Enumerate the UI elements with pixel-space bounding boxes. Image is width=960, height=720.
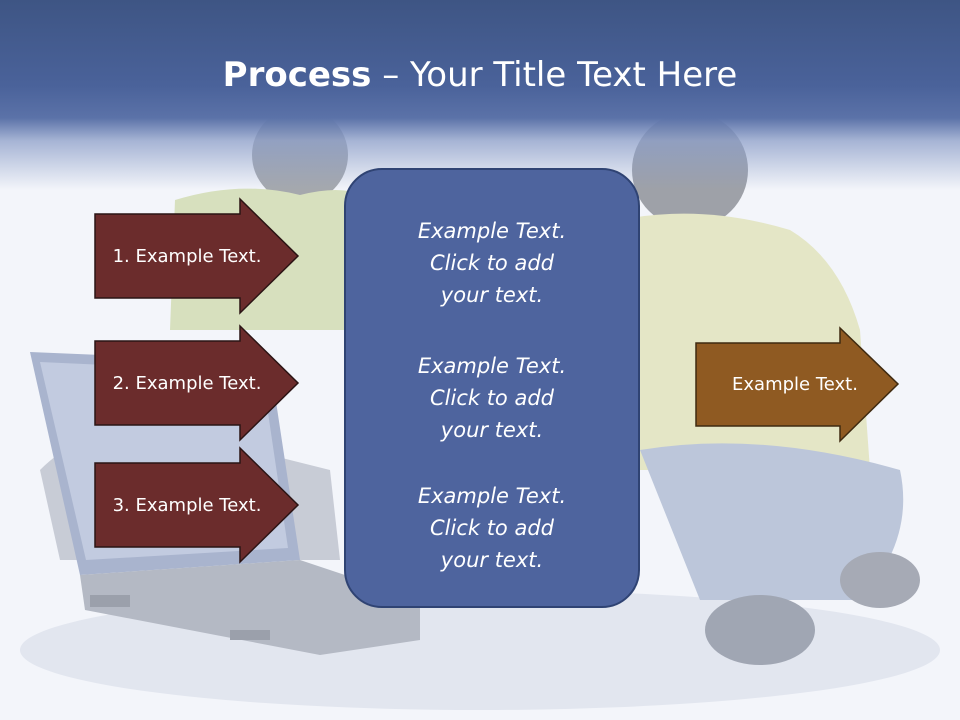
paragraph-line: Example Text. (417, 219, 567, 243)
paragraph-line: your text. (440, 283, 544, 307)
paragraph-line: your text. (440, 418, 544, 442)
title-rest: Your Title Text Here (410, 55, 738, 95)
step-3-arrow-shape (94, 446, 300, 564)
center-text-box[interactable]: Example Text. Click to add your text. Ex… (344, 168, 640, 608)
result-label: Example Text. (732, 374, 858, 395)
step-3-label: 3. Example Text. (112, 494, 262, 516)
paragraph-line: your text. (440, 548, 544, 572)
result-arrow-shape (695, 326, 900, 443)
paragraph-line: Click to add (429, 251, 554, 275)
title-bold: Process (222, 55, 372, 95)
title-separator: – (371, 55, 411, 95)
header-band (0, 0, 960, 190)
center-paragraph: Example Text. Click to add your text. (346, 480, 638, 576)
step-2-arrow-shape (94, 324, 300, 442)
step-2-label: 2. Example Text. (112, 372, 262, 394)
paragraph-line: Example Text. (417, 354, 567, 378)
result-arrow[interactable]: Example Text. (696, 343, 894, 426)
slide-title: Process – Your Title Text Here (0, 52, 960, 98)
step-1-arrow[interactable]: 1. Example Text. (95, 214, 279, 298)
step-1-arrow-shape (94, 197, 300, 315)
step-2-arrow[interactable]: 2. Example Text. (95, 341, 279, 425)
paragraph-line: Click to add (429, 386, 554, 410)
step-1-label: 1. Example Text. (112, 245, 262, 267)
center-paragraph: Example Text. Click to add your text. (346, 215, 638, 311)
paragraph-line: Example Text. (417, 484, 567, 508)
paragraph-line: Click to add (429, 516, 554, 540)
step-3-arrow[interactable]: 3. Example Text. (95, 463, 279, 547)
center-paragraph: Example Text. Click to add your text. (346, 350, 638, 446)
